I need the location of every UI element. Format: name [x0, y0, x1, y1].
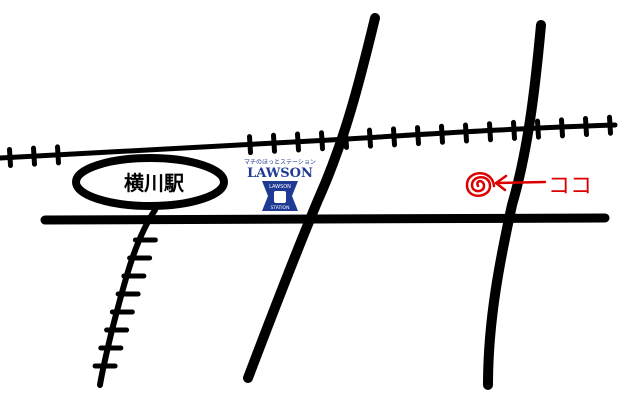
branch-railway: [97, 207, 158, 388]
lawson-logo: マチのほっとステーション LAWSON LAWSON STATION: [244, 159, 316, 211]
main-railway: [0, 122, 618, 161]
road-west: [243, 13, 380, 383]
destination-marker: [465, 172, 547, 197]
lawson-tagline: マチのほっとステーション: [244, 159, 316, 166]
lawson-badge-top: LAWSON: [269, 184, 291, 190]
marker-label: ココ: [548, 174, 592, 199]
station-outline: [72, 154, 228, 210]
main-road: [40, 213, 610, 225]
lawson-brand: LAWSON: [247, 166, 313, 181]
station-label: 横川駅: [124, 171, 184, 195]
milk-can-icon: [274, 191, 286, 203]
road-east: [483, 20, 546, 390]
spiral-icon: [465, 172, 496, 197]
arrow-icon: [494, 174, 547, 192]
lawson-badge-bottom: STATION: [271, 205, 290, 211]
